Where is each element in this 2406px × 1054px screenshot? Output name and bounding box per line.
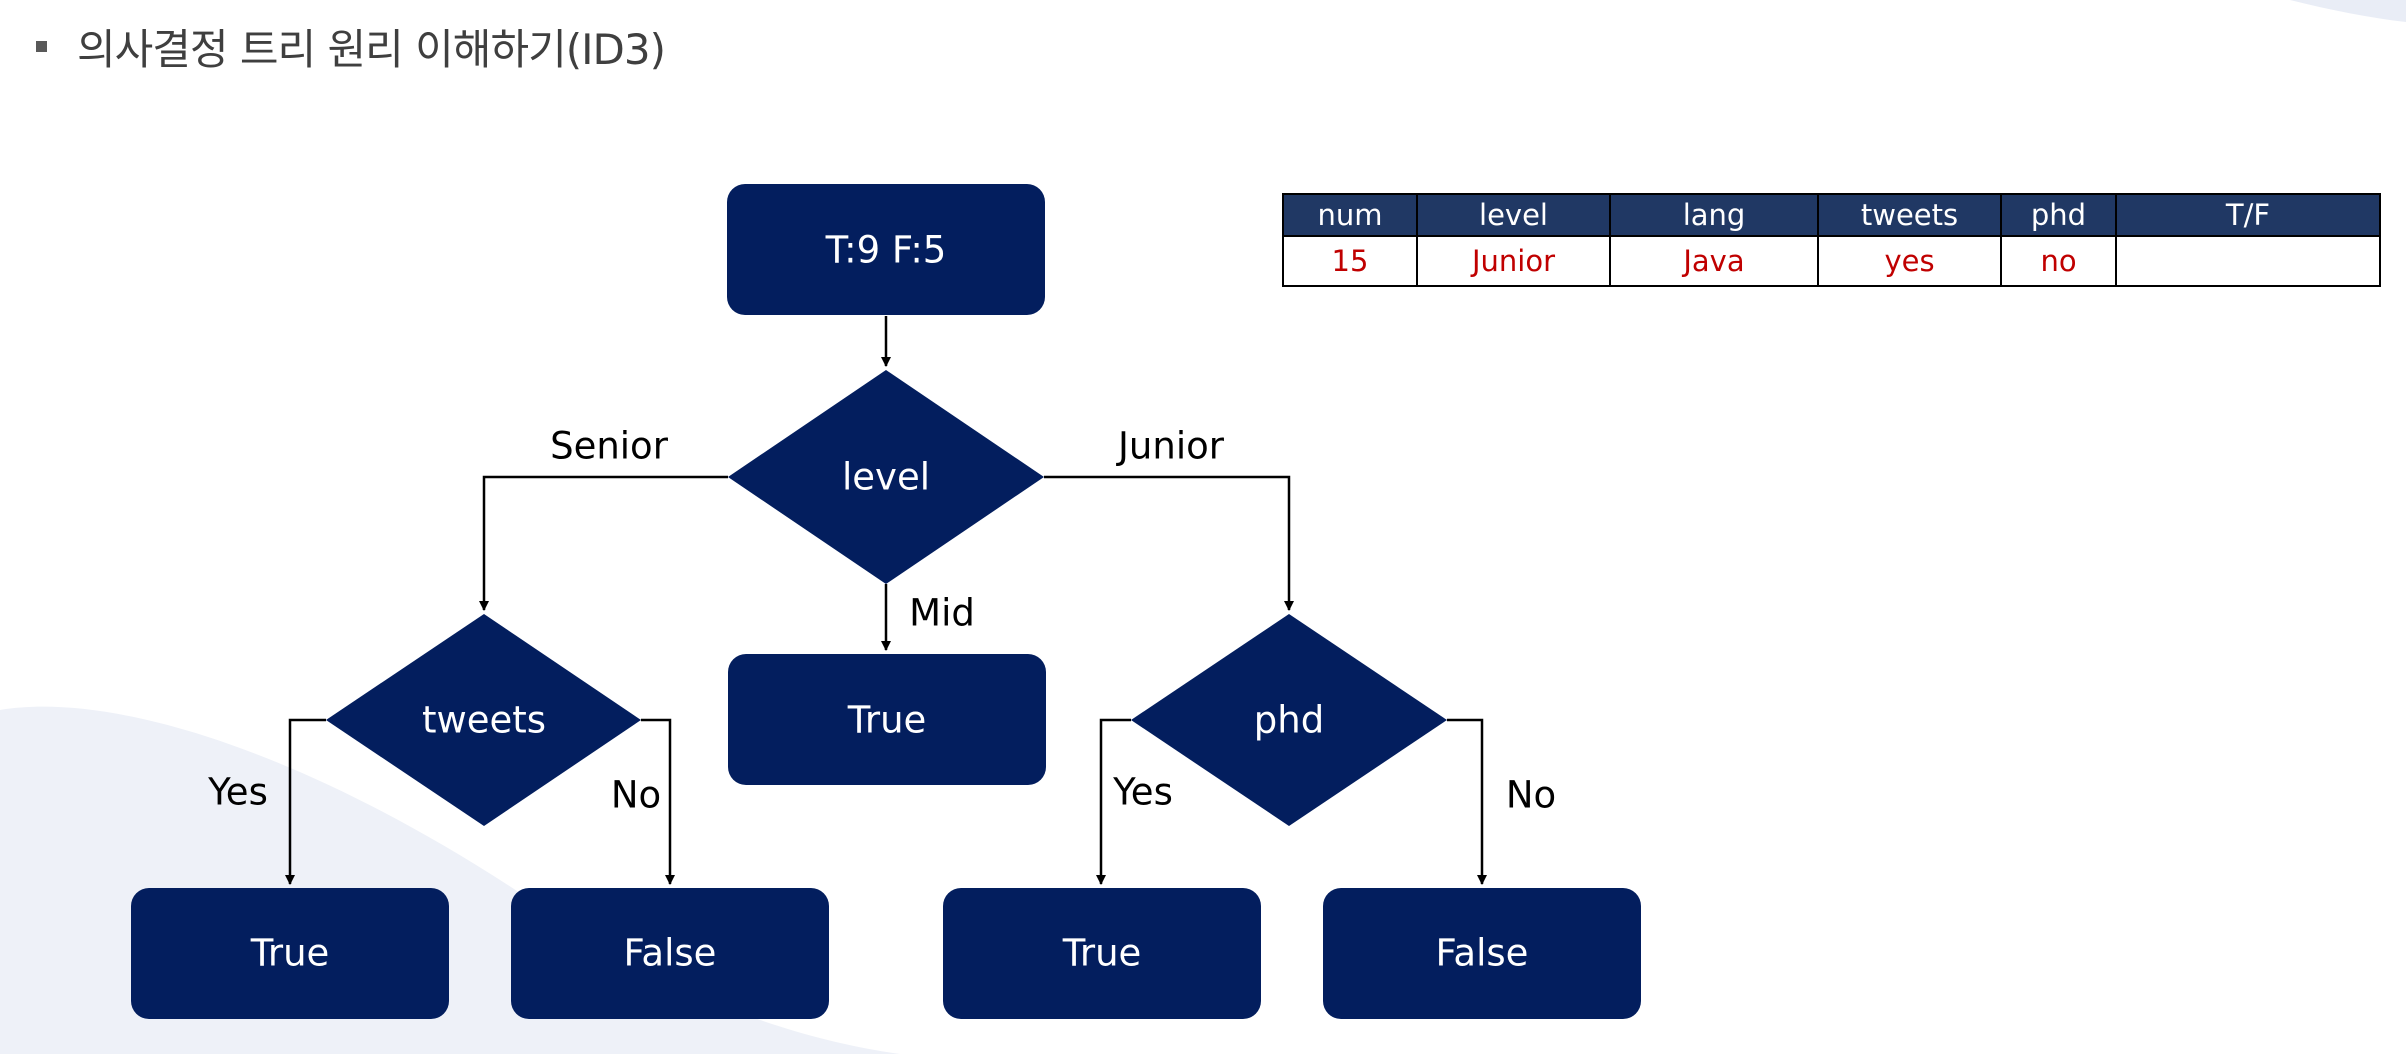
table-header-tf: T/F — [2115, 193, 2381, 237]
level-decision-node: level — [728, 370, 1044, 584]
table-cell-lang: Java — [1609, 235, 1819, 287]
edge-tweets-yes — [285, 718, 326, 885]
phd-node-label: phd — [1254, 699, 1324, 742]
edge-label-mid: Mid — [909, 592, 975, 635]
mid-leaf-box — [728, 654, 1046, 785]
table-row: 15 Junior Java yes no — [1282, 235, 2381, 287]
phd-yes-leaf-box — [943, 888, 1261, 1019]
edge-label-phd-no: No — [1506, 774, 1556, 817]
test-sample-table: num level lang tweets phd T/F 15 Junior … — [1282, 193, 2381, 287]
slide-title: 의사결정 트리 원리 이해하기(ID3) — [36, 16, 666, 76]
tweets-no-leaf-node: False — [511, 888, 829, 1019]
tweets-yes-leaf-node: True — [131, 888, 449, 1019]
tweets-no-leaf-label: False — [624, 932, 717, 975]
phd-yes-leaf-label: True — [1062, 932, 1142, 975]
edge-label-tweets-yes: Yes — [207, 771, 268, 814]
table-header-lang: lang — [1609, 193, 1819, 237]
edge-label-tweets-no: No — [611, 774, 661, 817]
phd-decision-node: phd — [1131, 614, 1447, 826]
root-node-box — [727, 184, 1045, 315]
tweets-node-label: tweets — [422, 699, 546, 742]
tweets-yes-leaf-label: True — [250, 932, 330, 975]
phd-no-leaf-box — [1323, 888, 1641, 1019]
root-node: T:9 F:5 — [727, 184, 1045, 315]
edge-phd-no — [1447, 718, 1487, 885]
edge-label-junior: Junior — [1116, 425, 1225, 468]
table-cell-tf — [2115, 235, 2381, 287]
background-swoosh-top-right — [2290, 0, 2406, 22]
phd-no-leaf-node: False — [1323, 888, 1641, 1019]
edge-label-phd-yes: Yes — [1112, 771, 1173, 814]
table-header-level: level — [1416, 193, 1611, 237]
edge-phd-yes — [1096, 718, 1131, 885]
mid-leaf-node: True — [728, 654, 1046, 785]
page-title: 의사결정 트리 원리 이해하기(ID3) — [77, 24, 666, 74]
phd-diamond — [1131, 614, 1447, 826]
edge-tweets-no — [641, 718, 675, 885]
phd-no-leaf-label: False — [1436, 932, 1529, 975]
table-header-tweets: tweets — [1817, 193, 2002, 237]
edge-level-senior — [479, 475, 728, 611]
mid-leaf-label: True — [847, 699, 927, 742]
tweets-no-leaf-box — [511, 888, 829, 1019]
table-header-phd: phd — [2000, 193, 2117, 237]
table-header-num: num — [1282, 193, 1418, 237]
table-header-row: num level lang tweets phd T/F — [1282, 193, 2381, 237]
level-diamond — [728, 370, 1044, 584]
table-cell-phd: no — [2000, 235, 2117, 287]
phd-yes-leaf-node: True — [943, 888, 1261, 1019]
tree-edges — [285, 316, 1487, 885]
table-cell-tweets: yes — [1817, 235, 2002, 287]
title-bullet — [36, 40, 47, 52]
table-cell-level: Junior — [1416, 235, 1611, 287]
tweets-decision-node: tweets — [326, 614, 641, 826]
tweets-yes-leaf-box — [131, 888, 449, 1019]
level-node-label: level — [842, 456, 930, 499]
table-cell-num: 15 — [1282, 235, 1418, 287]
tweets-diamond — [326, 614, 641, 826]
edge-level-junior — [1044, 475, 1294, 611]
edge-label-senior: Senior — [550, 425, 669, 468]
root-node-label: T:9 F:5 — [825, 229, 947, 272]
